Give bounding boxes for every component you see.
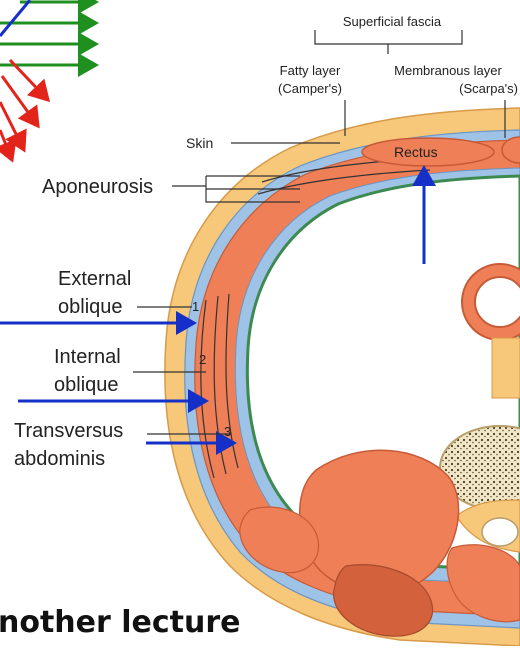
aponeurosis-label: Aponeurosis <box>42 176 153 198</box>
red-arrows <box>0 60 48 160</box>
crus-band <box>492 338 520 398</box>
caption-text: nother lecture <box>0 605 241 640</box>
transversus-label-1: Transversus <box>14 420 123 442</box>
membranous-layer-sub-label: (Scarpa's) <box>459 81 518 96</box>
internal-oblique-label-1: Internal <box>54 346 121 368</box>
number-1-label: 1 <box>192 299 199 314</box>
fatty-layer-label: Fatty layer <box>280 63 341 78</box>
rectus-label: Rectus <box>394 144 438 160</box>
number-3-label: 3 <box>224 424 231 439</box>
skin-label: Skin <box>186 135 213 151</box>
internal-oblique-label-2: oblique <box>54 374 119 396</box>
external-oblique-label-1: External <box>58 268 131 290</box>
transversus-label-2: abdominis <box>14 448 105 470</box>
superficial-fascia-label: Superficial fascia <box>343 14 442 29</box>
number-2-label: 2 <box>199 352 206 367</box>
blue-stroke <box>0 0 30 36</box>
red-arrow <box>0 130 12 160</box>
external-oblique-label-2: oblique <box>58 296 123 318</box>
green-arrows <box>0 2 96 65</box>
membranous-layer-label: Membranous layer <box>394 63 502 78</box>
fatty-layer-sub-label: (Camper's) <box>278 81 342 96</box>
